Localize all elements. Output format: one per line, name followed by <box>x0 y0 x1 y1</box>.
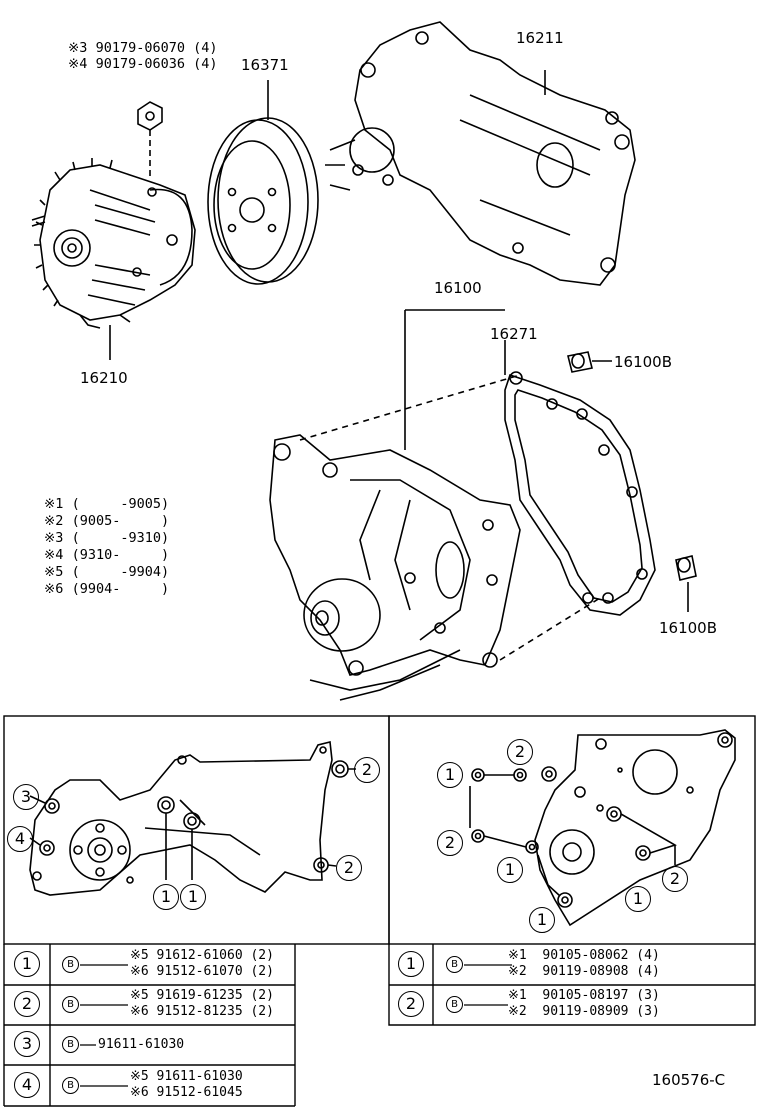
dowel-pin-drawing <box>567 351 697 612</box>
legend-line: ※4 (9310- ) <box>44 547 170 563</box>
part-number: ※1 90105-08197 (3) <box>508 988 660 1003</box>
bolt-type-b-icon: B <box>62 1036 79 1053</box>
part-number: ※6 91512-61045 <box>130 1085 243 1100</box>
part-number: ※2 90119-08908 (4) <box>508 964 660 979</box>
water-pump-housing-drawing <box>325 21 636 286</box>
part-label-16211: 16211 <box>516 29 564 47</box>
row-number: 1 <box>398 951 424 977</box>
bolt-type-b-icon: B <box>62 956 79 973</box>
bolt-type-b-icon: B <box>446 996 463 1013</box>
callout-4: 4 <box>7 826 33 852</box>
part-label-16100b-bottom: 16100B <box>659 619 718 637</box>
part-number: ※1 90105-08062 (4) <box>508 948 660 963</box>
bolt-type-b-icon: B <box>446 956 463 973</box>
callout-1: 1 <box>497 857 523 883</box>
row-number: 4 <box>14 1072 40 1098</box>
legend-line: ※6 (9904- ) <box>44 581 170 597</box>
callout-1: 1 <box>529 907 555 933</box>
part-number: ※5 91611-61030 <box>130 1069 243 1084</box>
part-number: ※5 91619-61235 (2) <box>130 988 274 1003</box>
callout-1: 1 <box>625 886 651 912</box>
legend-line: ※1 ( -9005) <box>44 496 170 512</box>
row-number: 3 <box>14 1031 40 1057</box>
callout-1: 1 <box>180 884 206 910</box>
callout-1: 1 <box>153 884 179 910</box>
part-label-16371: 16371 <box>241 56 289 74</box>
part-label-16100: 16100 <box>434 279 482 297</box>
part-label-16210: 16210 <box>80 369 128 387</box>
right-bolt-location-drawing <box>469 729 736 927</box>
date-legend: ※1 ( -9005) ※2 (9005- ) ※3 ( -9310) ※4 (… <box>44 496 169 598</box>
callout-3: 3 <box>13 784 39 810</box>
row-number: 2 <box>14 991 40 1017</box>
callout-2: 2 <box>662 866 688 892</box>
callout-1: 1 <box>437 762 463 788</box>
bolt-type-b-icon: B <box>62 1077 79 1094</box>
callout-2: 2 <box>437 830 463 856</box>
pulley-drawing <box>207 80 319 285</box>
table-leader-lines <box>80 964 512 1087</box>
callout-2: 2 <box>354 757 380 783</box>
left-bolt-location-drawing <box>29 741 356 896</box>
legend-line: ※5 ( -9904) <box>44 564 170 580</box>
flange-nut-drawing <box>137 101 163 180</box>
bolt-note-line-1: ※3 90179-06070 (4) <box>68 40 218 56</box>
part-number: ※5 91612-61060 (2) <box>130 948 274 963</box>
legend-line: ※3 ( -9310) <box>44 530 170 546</box>
parts-table-grid <box>3 944 756 1107</box>
fan-clutch-drawing <box>31 158 196 360</box>
part-label-16100b-top: 16100B <box>614 353 673 371</box>
water-pump-assembly-drawing <box>269 309 601 701</box>
callout-2: 2 <box>507 739 533 765</box>
part-number: 91611-61030 <box>98 1037 185 1052</box>
part-number: ※6 91512-81235 (2) <box>130 1004 274 1019</box>
gasket-drawing <box>504 340 656 616</box>
row-number: 1 <box>14 951 40 977</box>
callout-2: 2 <box>336 855 362 881</box>
part-number: ※6 91512-61070 (2) <box>130 964 274 979</box>
row-number: 2 <box>398 991 424 1017</box>
part-number: ※2 90119-08909 (3) <box>508 1004 660 1019</box>
bolt-type-b-icon: B <box>62 996 79 1013</box>
bolt-note-line-2: ※4 90179-06036 (4) <box>68 56 218 72</box>
legend-line: ※2 (9005- ) <box>44 513 170 529</box>
figure-code: 160576-C <box>652 1071 726 1089</box>
part-label-16271: 16271 <box>490 325 538 343</box>
